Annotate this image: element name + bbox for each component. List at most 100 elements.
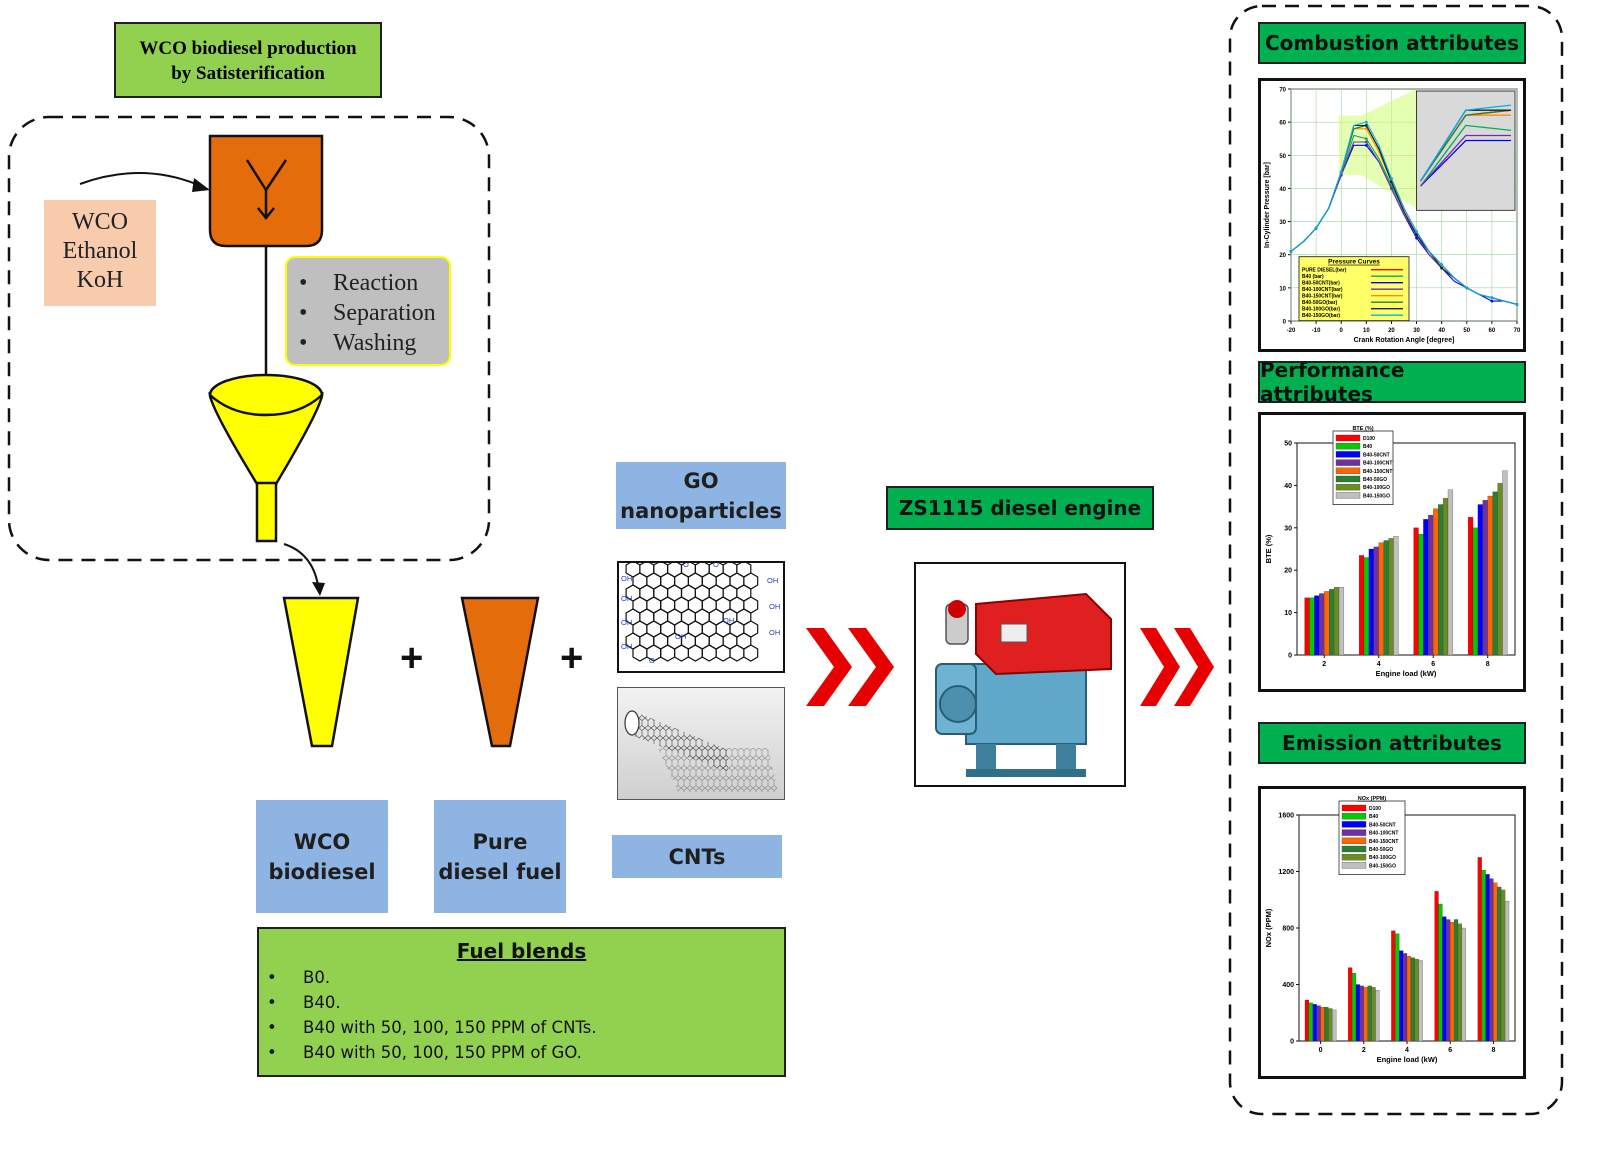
y-tick-label: 40 — [1284, 483, 1292, 490]
bar — [1383, 540, 1389, 656]
y-axis-label: BTE (%) — [1264, 534, 1273, 563]
bar — [1428, 514, 1434, 656]
x-tick-label: -20 — [1287, 328, 1296, 334]
legend-label: B40 — [1369, 814, 1378, 820]
input-wco: WCO — [72, 209, 128, 235]
functional-group-label: OH — [621, 618, 632, 627]
blend-item: •B40 with 50, 100, 150 PPM of GO. — [267, 1043, 582, 1062]
bar — [1434, 891, 1439, 1042]
legend-swatch — [1335, 492, 1361, 499]
bar — [1333, 587, 1340, 656]
bar — [1348, 967, 1353, 1042]
diesel-engine-drawing — [935, 592, 1112, 777]
bar — [1457, 923, 1463, 1042]
legend-label: B40-100CNT — [1363, 461, 1392, 467]
pressure-data-point — [1465, 286, 1469, 290]
bar — [1304, 999, 1310, 1042]
blend-item: •B40. — [267, 993, 341, 1012]
plus-sign-2: + — [560, 636, 584, 680]
legend-label: B40-50GO(bar) — [1302, 300, 1338, 306]
wco-biodiesel-tank — [282, 596, 360, 748]
x-tick-label: 50 — [1463, 328, 1470, 334]
y-tick-label: 0 — [1288, 653, 1292, 660]
bar — [1329, 589, 1335, 656]
functional-group-label: OH — [723, 616, 734, 625]
bar — [1467, 517, 1474, 656]
bar — [1410, 957, 1415, 1042]
y-tick-label: 30 — [1279, 220, 1286, 226]
pressure-data-point — [1364, 137, 1368, 141]
cnt-sheet — [658, 748, 778, 792]
output-arrow — [283, 543, 319, 586]
functional-group-label: OH — [675, 632, 686, 641]
pressure-data-point — [1364, 124, 1368, 127]
legend-swatch — [1341, 845, 1367, 853]
bar — [1497, 483, 1503, 656]
y-tick-label: 70 — [1279, 88, 1286, 94]
functional-group-label: OH — [769, 602, 780, 611]
legend-label: D100 — [1363, 436, 1375, 442]
carbon-nanotube-drawing — [624, 710, 778, 792]
pressure-data-point — [1415, 236, 1418, 240]
inset-series-line — [1420, 104, 1512, 182]
bar — [1485, 874, 1490, 1042]
legend-swatch — [1335, 467, 1361, 474]
x-tick-label: 0 — [1319, 1047, 1323, 1054]
bar — [1402, 953, 1408, 1042]
x-axis-label: Crank Rotation Angle [degree] — [1354, 337, 1455, 344]
pressure-data-point — [1415, 233, 1418, 237]
bar — [1338, 587, 1345, 656]
inset-series-line — [1420, 124, 1512, 187]
wco-biodiesel-line2: biodiesel — [268, 859, 376, 884]
blend-item: •B0. — [267, 968, 331, 987]
input-koh: KoH — [76, 267, 124, 293]
functional-group-label: OH — [769, 628, 780, 637]
legend-label: B40-100CNT(bar) — [1302, 287, 1343, 293]
legend-label: B40-150GO — [1369, 863, 1396, 869]
bar — [1413, 527, 1419, 656]
bar — [1493, 882, 1498, 1042]
bar — [1447, 489, 1454, 656]
y-tick-label: 60 — [1279, 121, 1286, 127]
legend-label: B40-150GO — [1363, 493, 1390, 499]
pressure-data-point — [1289, 250, 1293, 253]
bar — [1391, 930, 1396, 1042]
y-tick-label: 10 — [1279, 286, 1286, 292]
y-tick-label: 50 — [1284, 441, 1292, 448]
hexagon-ring — [743, 644, 759, 662]
bar — [1442, 497, 1449, 656]
step-washing: Washing — [333, 330, 417, 356]
bar — [1314, 595, 1320, 656]
x-tick-label: 20 — [1388, 328, 1395, 334]
pure-diesel-line2: diesel fuel — [438, 859, 562, 884]
wco-biodiesel-label: WCO biodiesel — [256, 800, 388, 913]
pressure-data-point — [1490, 299, 1494, 303]
process-dashed-boundary — [7, 115, 491, 562]
production-title-box: WCO biodiesel production by Satisterific… — [114, 22, 382, 98]
x-tick-label: 6 — [1431, 661, 1435, 668]
bar — [1320, 1006, 1325, 1042]
fuel-blends-title: Fuel blends — [456, 939, 587, 963]
emission-title: Emission attributes — [1258, 722, 1526, 764]
engine-title: ZS1115 diesel engine — [886, 486, 1154, 530]
pressure-data-point — [1415, 230, 1418, 233]
pressure-series-line — [1290, 121, 1518, 305]
step-separation: Separation — [333, 300, 436, 326]
y-tick-label: 10 — [1284, 610, 1292, 617]
zoom-inset — [1416, 90, 1516, 211]
y-tick-label: 20 — [1279, 253, 1286, 259]
legend-label: B40-50CNT — [1363, 452, 1390, 458]
legend-label: B40-100GO(bar) — [1302, 307, 1340, 313]
pressure-data-point — [1364, 140, 1368, 144]
zoom-connector — [1361, 89, 1417, 209]
funnel-body — [208, 391, 324, 486]
pressure-data-point — [1364, 127, 1368, 131]
bar — [1418, 960, 1423, 1042]
x-tick-label: 4 — [1405, 1047, 1409, 1054]
